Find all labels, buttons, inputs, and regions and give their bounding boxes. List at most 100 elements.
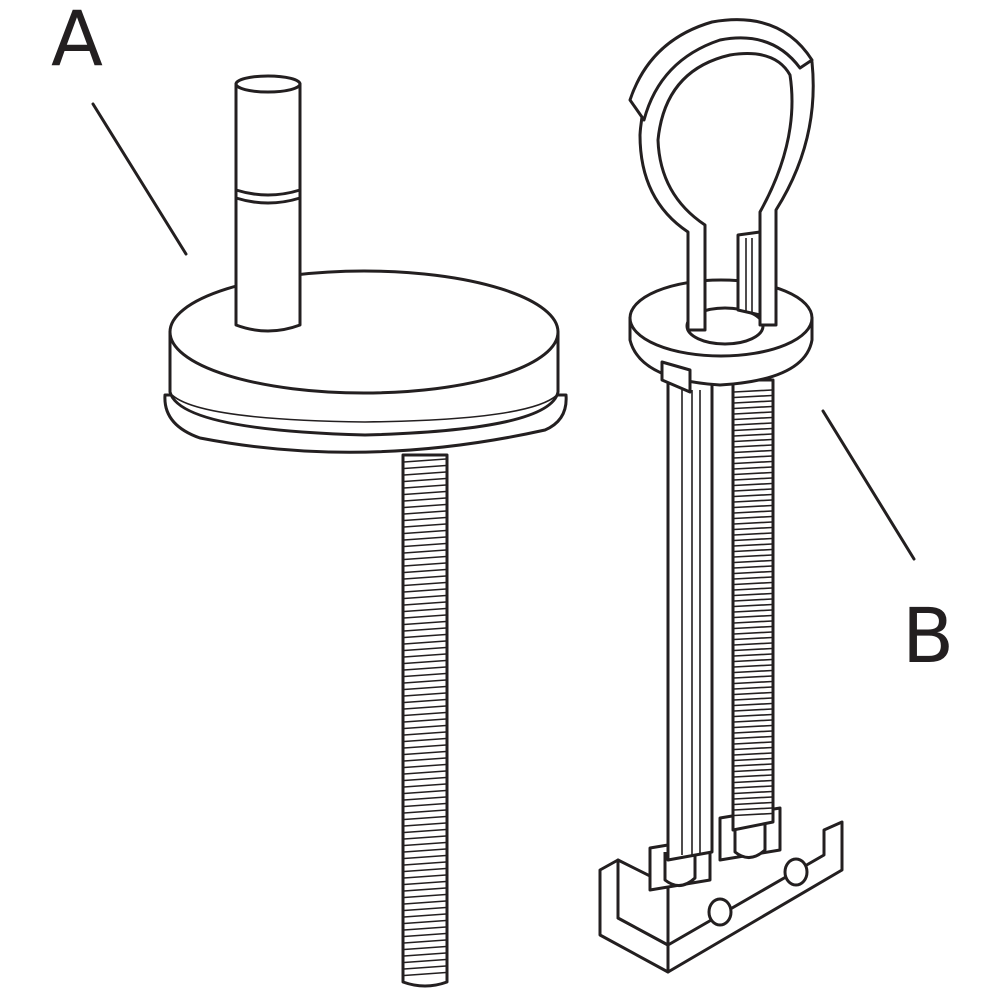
thread-line (733, 433, 773, 437)
thread-line (733, 394, 773, 399)
thread-line (403, 679, 447, 684)
thread-line (403, 607, 447, 613)
thread-line (403, 601, 447, 606)
thread-line (403, 776, 447, 782)
bracket-hole-icon (707, 897, 733, 927)
thread-line (403, 555, 447, 561)
thread-line (403, 757, 447, 762)
thread-line (733, 598, 773, 602)
thread-line (403, 952, 447, 957)
thread-line (733, 548, 773, 553)
thread-line (733, 389, 773, 393)
thread-line (733, 658, 773, 663)
thread-line (733, 570, 773, 575)
thread-line (403, 880, 447, 886)
thread-line (733, 664, 773, 668)
thread-line (403, 588, 447, 593)
thread-line (403, 783, 447, 788)
thread-line (733, 724, 773, 729)
thread-line (733, 554, 773, 558)
thread-line (733, 631, 773, 635)
thread-line (403, 724, 447, 730)
thread-line (733, 735, 773, 740)
thread-line (733, 587, 773, 591)
thread-line (403, 497, 447, 502)
thread-line (403, 477, 447, 483)
thread-line (733, 444, 773, 448)
thread-line (733, 543, 773, 547)
thread-line (733, 625, 773, 630)
thread-line (403, 744, 447, 749)
thread-line (403, 672, 447, 678)
thread-line (733, 515, 773, 520)
thread-line (403, 965, 447, 970)
part-b-thread-lines (733, 389, 773, 817)
thread-line (733, 482, 773, 487)
thread-line (733, 801, 773, 806)
thread-line (733, 763, 773, 767)
thread-line (403, 549, 447, 554)
thread-line (733, 746, 773, 751)
thread-line (733, 757, 773, 762)
thread-line (733, 647, 773, 652)
thread-line (733, 526, 773, 531)
thread-line (403, 627, 447, 632)
thread-line (733, 785, 773, 789)
thread-line (733, 812, 773, 817)
thread-line (403, 471, 447, 476)
thread-line (733, 697, 773, 701)
part-b-washer (628, 278, 814, 394)
thread-line (733, 713, 773, 718)
thread-line (403, 516, 447, 522)
thread-line (733, 768, 773, 773)
thread-line (733, 603, 773, 608)
thread-line (733, 653, 773, 657)
thread-line (403, 939, 447, 944)
part-b-clamp-fixing (598, 18, 844, 974)
thread-line (733, 477, 773, 481)
thread-line (403, 653, 447, 658)
thread-line (403, 562, 447, 567)
thread-line (733, 405, 773, 410)
thread-line (403, 594, 447, 600)
thread-line (733, 592, 773, 597)
thread-line (403, 542, 447, 548)
thread-line (403, 575, 447, 580)
thread-line (733, 422, 773, 426)
thread-line (403, 685, 447, 691)
thread-line (733, 559, 773, 564)
thread-line (403, 698, 447, 704)
thread-line (733, 576, 773, 580)
thread-line (733, 719, 773, 723)
thread-line (403, 887, 447, 892)
thread-line (733, 521, 773, 525)
thread-line (403, 893, 447, 899)
thread-line (403, 971, 447, 977)
thread-line (733, 471, 773, 476)
thread-line (403, 646, 447, 652)
thread-line (403, 731, 447, 736)
thread-line (733, 614, 773, 619)
thread-line (403, 932, 447, 938)
bracket-hole-icon (783, 857, 809, 887)
thread-line (733, 460, 773, 465)
part-a-fixing-bolt (163, 74, 568, 988)
thread-line (733, 416, 773, 421)
thread-line (403, 620, 447, 626)
thread-line (403, 906, 447, 912)
thread-line (733, 669, 773, 674)
thread-line (403, 867, 447, 873)
thread-line (403, 464, 447, 470)
thread-line (403, 503, 447, 509)
thread-line (403, 874, 447, 879)
thread-line (733, 427, 773, 432)
thread-line (403, 581, 447, 587)
thread-line (403, 770, 447, 775)
thread-line (403, 718, 447, 723)
thread-line (403, 659, 447, 665)
thread-line (733, 774, 773, 778)
thread-line (733, 691, 773, 696)
thread-line (403, 861, 447, 866)
thread-line (733, 581, 773, 586)
